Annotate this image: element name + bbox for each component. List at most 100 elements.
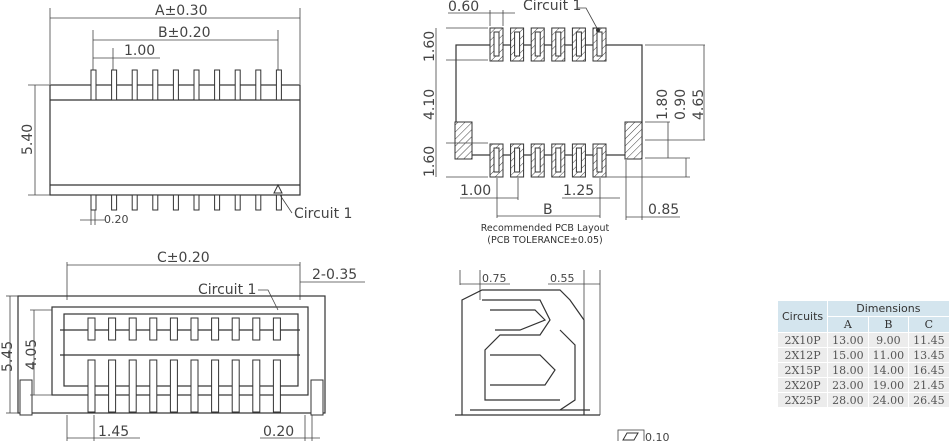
dim-c-label: C±0.20: [157, 250, 210, 266]
dimension-cell: 13.00: [827, 332, 869, 348]
lower-pin: [149, 359, 158, 413]
top-pin: [152, 69, 159, 101]
upper-pin: [149, 317, 158, 341]
dim-055-label: 0.55: [550, 272, 575, 285]
dimension-cell: 16.45: [908, 362, 950, 378]
lower-pin: [108, 359, 117, 413]
lower-pin: [128, 359, 137, 413]
dim-145-label: 1.45: [98, 424, 129, 440]
lower-pin: [252, 359, 261, 413]
pcb-pad-slot: [575, 31, 582, 57]
bottom-pin: [152, 194, 159, 211]
bottom-pin: [193, 194, 200, 211]
upper-pin: [272, 317, 281, 341]
pcb-pad-slot: [596, 31, 603, 57]
circuits-cell: 2X20P: [776, 377, 829, 393]
top-pin: [255, 69, 262, 101]
dim-465-label: 4.65: [691, 89, 707, 120]
pcb-pad-slot: [514, 147, 521, 173]
bottom-circuit-1-label: Circuit 1: [198, 282, 256, 298]
top-pin: [193, 69, 200, 101]
top-pin: [234, 69, 241, 101]
bottom-pin: [111, 194, 118, 211]
top-pin: [90, 69, 97, 101]
pcb-pad-slot: [534, 147, 541, 173]
dimension-cell: 11.45: [908, 332, 950, 348]
height-outer-label: 5.45: [0, 341, 16, 372]
bottom-pin: [172, 194, 179, 211]
bottom-view: C±0.20 2-0.35 Circuit 1 5.45 4.05 1.45 0…: [0, 250, 365, 441]
pcb-pad-slot: [514, 31, 521, 57]
lower-pin: [231, 359, 240, 413]
upper-pin: [128, 317, 137, 341]
pcb-pad-slot: [555, 147, 562, 173]
pcb-caption: Recommended PCB Layout: [481, 223, 610, 234]
dim-a-label: A±0.30: [155, 3, 207, 19]
dimension-cell: 28.00: [827, 392, 869, 408]
dimension-cell: 18.00: [827, 362, 869, 378]
pin-width-label: 0.20: [104, 213, 129, 226]
pad-width-label: 0.60: [448, 0, 479, 15]
circuits-cell: 2X15P: [776, 362, 829, 378]
offset-label: 1.25: [563, 183, 594, 199]
top-view: A±0.30 B±0.20 1.00 5.40 0.20 Circuit 1: [20, 3, 352, 226]
pcb-pad-slot: [596, 147, 603, 173]
top-pin: [214, 69, 221, 101]
pcb-dim-b-label: B: [543, 202, 553, 218]
pitch-label: 1.00: [124, 43, 155, 59]
circuits-header: Circuits: [776, 300, 829, 333]
dimension-cell: 23.00: [827, 377, 869, 393]
upper-pin: [190, 317, 199, 341]
dimension-cell: 13.45: [908, 347, 950, 363]
dim-b-label: B±0.20: [158, 25, 211, 41]
dimension-cell: 14.00: [867, 362, 910, 378]
pcb-circuit-1-label: Circuit 1: [523, 0, 581, 14]
pcb-pad-slot: [575, 147, 582, 173]
circuits-cell: 2X12P: [776, 347, 829, 363]
bottom-pin: [131, 194, 138, 211]
dim-075-label: 0.75: [482, 272, 507, 285]
upper-pin: [87, 317, 96, 341]
circuits-cell: 2X10P: [776, 332, 829, 348]
upper-pin: [169, 317, 178, 341]
upper-pin: [252, 317, 261, 341]
bottom-pin: [275, 194, 282, 211]
col-a-header: A: [827, 316, 869, 333]
lower-pin: [87, 359, 96, 413]
top-pin: [275, 69, 282, 101]
col-b-header: B: [867, 316, 910, 333]
dimension-cell: 15.00: [827, 347, 869, 363]
lower-pin: [190, 359, 199, 413]
dim-180-label: 1.80: [655, 89, 671, 120]
dimensions-header: Dimensions: [827, 300, 950, 317]
pcb-pad-slot: [534, 31, 541, 57]
flatness-label: 0.10: [645, 431, 670, 441]
top-pin: [172, 69, 179, 101]
pcb-layout-view: 1.60 4.10 1.60 0.60 Circuit 1 1.80 0.90 …: [422, 0, 707, 246]
height-inner-label: 4.05: [24, 339, 40, 370]
upper-pin: [231, 317, 240, 341]
lower-pin: [272, 359, 281, 413]
pad-len-top-label: 1.60: [422, 31, 438, 62]
dim-020-label: 0.20: [263, 424, 294, 440]
bottom-pin: [234, 194, 241, 211]
dimension-cell: 9.00: [867, 332, 910, 348]
top-pin: [131, 69, 138, 101]
dimension-cell: 11.00: [867, 347, 910, 363]
pcb-pitch-label: 1.00: [460, 183, 491, 199]
lower-pin: [169, 359, 178, 413]
upper-pin: [211, 317, 220, 341]
pcb-pad-slot: [493, 31, 500, 57]
side-section-view: 0.75 0.55 0.10: [455, 270, 670, 441]
pcb-pad-slot: [493, 147, 500, 173]
dim-090-label: 0.90: [673, 89, 689, 120]
circuits-cell: 2X25P: [776, 392, 829, 408]
upper-pin: [108, 317, 117, 341]
pad-len-bottom-label: 1.60: [422, 146, 438, 177]
dimension-cell: 21.45: [908, 377, 950, 393]
lower-pin: [211, 359, 220, 413]
span-label: 4.10: [422, 89, 438, 120]
